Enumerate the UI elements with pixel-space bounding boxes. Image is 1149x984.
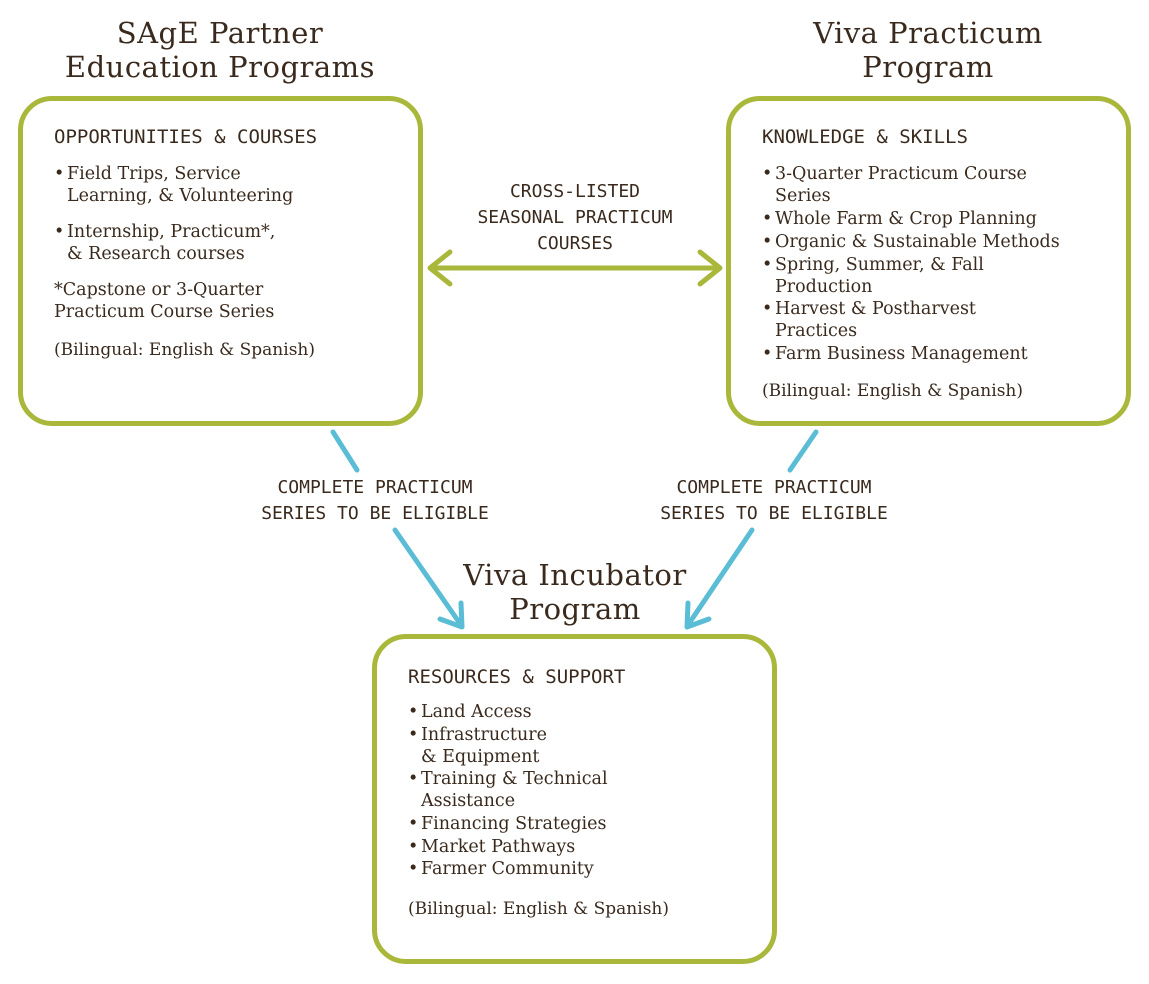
incubator-item-market: • Market Pathways <box>408 836 576 858</box>
sage-item-internship: • Internship, Practicum*, & Research cou… <box>54 221 276 265</box>
list-item-line: Training & Technical <box>421 769 608 789</box>
list-item-line: Series <box>775 186 831 206</box>
list-item-line: Production <box>775 277 873 297</box>
incubator-item-financing: • Financing Strategies <box>408 813 607 835</box>
left-eligibility-arrow <box>330 429 465 630</box>
bullet-icon: • <box>762 232 773 252</box>
sage-box <box>18 96 423 426</box>
list-item-line: Whole Farm & Crop Planning <box>775 209 1037 229</box>
right-eligibility-arrow <box>684 429 819 630</box>
incubator-title-line1: Viva Incubator <box>463 558 687 592</box>
list-item-line: Harvest & Postharvest <box>775 299 976 319</box>
practicum-box <box>726 96 1131 426</box>
list-item-line: Spring, Summer, & Fall <box>775 255 984 275</box>
list-item-line: Farm Business Management <box>775 344 1028 364</box>
incubator-program-title: Viva Incubator Program <box>395 558 755 626</box>
practicum-heading: KNOWLEDGE & SKILLS <box>762 126 968 148</box>
bullet-icon: • <box>762 209 773 229</box>
incubator-item-land: • Land Access <box>408 701 532 723</box>
left-eligibility-line1: COMPLETE PRACTICUM <box>277 477 473 498</box>
footnote-line: Practicum Course Series <box>54 302 275 322</box>
right-eligibility-line1: COMPLETE PRACTICUM <box>676 477 872 498</box>
practicum-item-seasonal-production: • Spring, Summer, & Fall Production <box>762 254 984 298</box>
list-item-line: Internship, Practicum*, <box>67 222 276 242</box>
left-eligibility-label: COMPLETE PRACTICUM SERIES TO BE ELIGIBLE <box>220 475 530 527</box>
list-item-line: & Equipment <box>421 747 540 767</box>
right-eligibility-line2: SERIES TO BE ELIGIBLE <box>660 503 888 524</box>
list-item-line: Practices <box>775 321 858 341</box>
sage-footnote: *Capstone or 3-Quarter Practicum Course … <box>54 279 274 323</box>
sage-heading: OPPORTUNITIES & COURSES <box>54 126 318 148</box>
sage-title-line1: SAgE Partner <box>116 16 324 50</box>
list-item-line: & Research courses <box>67 244 245 264</box>
list-item-line: Infrastructure <box>421 725 547 745</box>
practicum-language-note: (Bilingual: English & Spanish) <box>762 381 1024 401</box>
list-item-line: Learning, & Volunteering <box>67 186 294 206</box>
cross-listed-line1: CROSS-LISTED <box>509 181 641 202</box>
bullet-icon: • <box>408 769 419 789</box>
sage-item-field-trips: • Field Trips, Service Learning, & Volun… <box>54 163 294 207</box>
bullet-icon: • <box>408 837 419 857</box>
bullet-icon: • <box>408 859 419 879</box>
list-item-line: Organic & Sustainable Methods <box>775 232 1060 252</box>
practicum-item-crop-planning: • Whole Farm & Crop Planning <box>762 208 1037 230</box>
incubator-item-training: • Training & Technical Assistance <box>408 768 608 812</box>
bullet-icon: • <box>762 164 773 184</box>
practicum-item-harvest: • Harvest & Postharvest Practices <box>762 298 976 342</box>
list-item-line: Land Access <box>421 702 532 722</box>
bullet-icon: • <box>762 299 773 319</box>
bullet-icon: • <box>762 255 773 275</box>
incubator-box <box>372 634 777 964</box>
cross-listed-line2: SEASONAL PRACTICUM <box>477 207 673 228</box>
incubator-item-infrastructure: • Infrastructure & Equipment <box>408 724 547 768</box>
footnote-line: *Capstone or 3-Quarter <box>54 280 264 300</box>
bullet-icon: • <box>54 164 65 184</box>
incubator-title-line2: Program <box>509 592 641 626</box>
incubator-item-community: • Farmer Community <box>408 858 594 880</box>
cross-listed-label: CROSS-LISTED SEASONAL PRACTICUM COURSES <box>430 179 720 257</box>
sage-title-line2: Education Programs <box>64 50 376 84</box>
sage-program-title: SAgE Partner Education Programs <box>40 16 400 84</box>
cross-listed-line3: COURSES <box>537 233 613 254</box>
left-eligibility-line2: SERIES TO BE ELIGIBLE <box>261 503 489 524</box>
list-item-line: Farmer Community <box>421 859 594 879</box>
bullet-icon: • <box>762 344 773 364</box>
bullet-icon: • <box>408 702 419 722</box>
list-item-line: Financing Strategies <box>421 814 607 834</box>
practicum-item-business: • Farm Business Management <box>762 343 1028 365</box>
practicum-title-line1: Viva Practicum <box>813 16 1043 50</box>
bullet-icon: • <box>408 814 419 834</box>
practicum-item-course-series: • 3-Quarter Practicum Course Series <box>762 163 1027 207</box>
incubator-language-note: (Bilingual: English & Spanish) <box>408 899 670 919</box>
practicum-program-title: Viva Practicum Program <box>748 16 1108 84</box>
incubator-heading: RESOURCES & SUPPORT <box>408 666 626 688</box>
practicum-item-organic-methods: • Organic & Sustainable Methods <box>762 231 1060 253</box>
sage-language-note: (Bilingual: English & Spanish) <box>54 340 316 360</box>
right-eligibility-label: COMPLETE PRACTICUM SERIES TO BE ELIGIBLE <box>619 475 929 527</box>
list-item-line: 3-Quarter Practicum Course <box>775 164 1027 184</box>
practicum-title-line2: Program <box>862 50 994 84</box>
bullet-icon: • <box>408 725 419 745</box>
cross-listed-double-arrow <box>427 249 723 287</box>
list-item-line: Field Trips, Service <box>67 164 241 184</box>
list-item-line: Assistance <box>421 791 516 811</box>
list-item-line: Market Pathways <box>421 837 576 857</box>
bullet-icon: • <box>54 222 65 242</box>
